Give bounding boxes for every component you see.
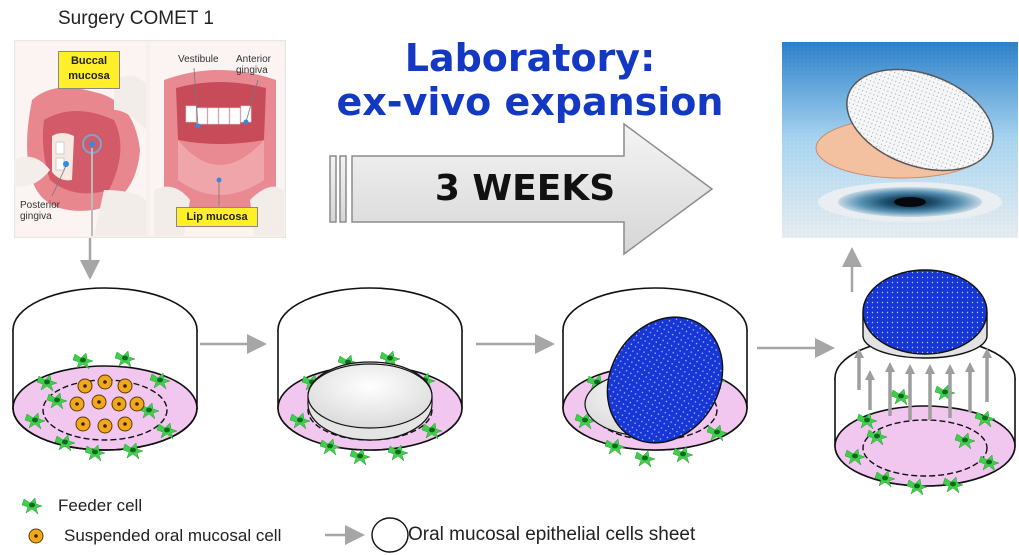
legend-sheet-icon [371,517,409,553]
buccal-photo [14,42,146,236]
buccal-mucosa-label: Buccal mucosa [58,51,120,89]
dish-3-confluent-sheet [562,287,748,468]
legend-sheet-label: Oral mucosal epithelial cells sheet [408,524,696,545]
laboratory-title-line2: ex-vivo expansion [336,80,724,124]
dish-1-seeding [12,287,198,462]
surgery-title: Surgery COMET 1 [58,8,214,29]
legend-suspended-label: Suspended oral mucosal cell [64,526,282,545]
mouth-photos [14,40,286,238]
lip-photo [150,42,284,236]
vestibule-label: Vestibule [178,54,219,65]
laboratory-title: Laboratory: ex-vivo expansion [300,36,760,124]
legend-suspended-icon [28,528,44,544]
three-weeks-arrow [329,122,714,256]
anterior-gingiva-label: Anterior gingiva [236,54,272,76]
lip-mucosa-label: Lip mucosa [176,207,258,227]
posterior-gingiva-label: Posterior gingiva [20,200,61,222]
three-weeks-label: 3 WEEKS [434,168,616,209]
dish-2-growing-sheet [277,287,463,466]
legend-feeder-icon [21,497,43,515]
eye-transplant-image [782,42,1018,238]
laboratory-title-line1: Laboratory: [404,36,656,80]
legend-feeder-label: Feeder cell [58,496,143,515]
dish-4-sheet-lifted [834,269,1016,496]
